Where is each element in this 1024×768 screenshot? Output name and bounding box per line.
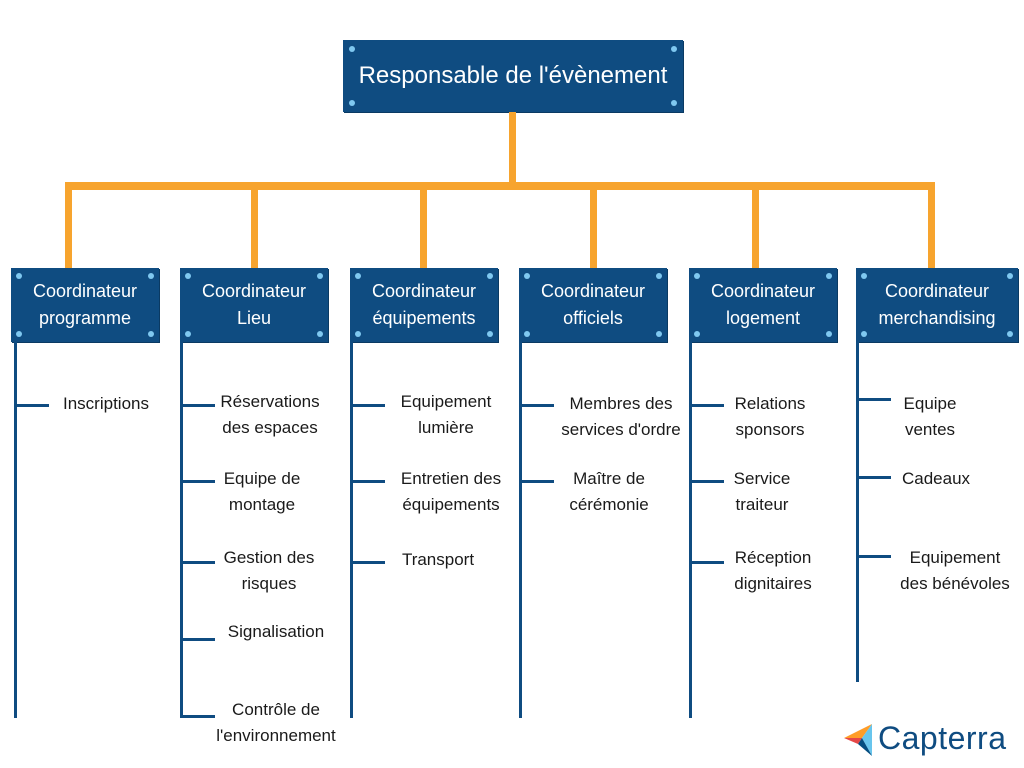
corner-dot bbox=[694, 273, 700, 279]
branch-line bbox=[180, 342, 183, 718]
coordinator-label-line2: merchandising bbox=[878, 308, 996, 328]
root-connector bbox=[509, 112, 516, 184]
branch-connector bbox=[752, 182, 759, 268]
coordinator-lieu: Coordinateur Lieu bbox=[180, 268, 328, 342]
corner-dot bbox=[671, 46, 677, 52]
corner-dot bbox=[656, 273, 662, 279]
corner-dot bbox=[317, 273, 323, 279]
coordinator-logement: Coordinateur logement bbox=[689, 268, 837, 342]
capterra-logo-text: Capterra bbox=[878, 720, 1007, 756]
branch-connector bbox=[65, 182, 72, 268]
item-tick bbox=[522, 480, 554, 483]
branch-line bbox=[519, 342, 522, 718]
branch-connector bbox=[251, 182, 258, 268]
item-tick bbox=[353, 480, 385, 483]
corner-dot bbox=[826, 331, 832, 337]
capterra-arrow-icon bbox=[844, 724, 872, 756]
item-tick bbox=[859, 555, 891, 558]
corner-dot bbox=[349, 100, 355, 106]
corner-dot bbox=[148, 273, 154, 279]
branch-connector bbox=[928, 182, 935, 268]
coordinator-officiels: Coordinateur officiels bbox=[519, 268, 667, 342]
capterra-logo: Capterra bbox=[842, 718, 1017, 762]
item-tick bbox=[183, 638, 215, 641]
coordinator-label-line2: Lieu bbox=[236, 308, 272, 328]
corner-dot bbox=[355, 273, 361, 279]
corner-dot bbox=[185, 273, 191, 279]
item-tick bbox=[353, 561, 385, 564]
coordinator-label-line2: équipements bbox=[372, 308, 476, 328]
corner-dot bbox=[349, 46, 355, 52]
coordinator-label-line1: Coordinateur bbox=[32, 281, 138, 301]
item-tick bbox=[183, 561, 215, 564]
corner-dot bbox=[861, 331, 867, 337]
item-tick bbox=[183, 404, 215, 407]
task-item: Transport bbox=[401, 550, 475, 569]
branch-line bbox=[14, 342, 17, 718]
corner-dot bbox=[656, 331, 662, 337]
coordinator-label-line2: logement bbox=[725, 308, 801, 328]
horizontal-connector bbox=[65, 182, 935, 190]
task-item: Cadeaux bbox=[901, 469, 971, 488]
branch-line bbox=[350, 342, 353, 718]
item-tick bbox=[183, 480, 215, 483]
item-tick bbox=[859, 398, 891, 401]
coordinator-label-line2: programme bbox=[38, 308, 132, 328]
corner-dot bbox=[1007, 331, 1013, 337]
item-tick bbox=[183, 715, 215, 718]
coordinator-label-line1: Coordinateur bbox=[540, 281, 646, 301]
corner-dot bbox=[317, 331, 323, 337]
corner-dot bbox=[355, 331, 361, 337]
corner-dot bbox=[861, 273, 867, 279]
coordinator-label-line1: Coordinateur bbox=[710, 281, 816, 301]
branch-line bbox=[856, 342, 859, 682]
corner-dot bbox=[148, 331, 154, 337]
corner-dot bbox=[16, 331, 22, 337]
root-label: Responsable de l'évènement bbox=[358, 62, 668, 89]
item-tick bbox=[17, 404, 49, 407]
branch-connector bbox=[590, 182, 597, 268]
root-box: Responsable de l'évènement bbox=[343, 40, 683, 112]
item-tick bbox=[859, 476, 891, 479]
coordinator-label-line1: Coordinateur bbox=[371, 281, 477, 301]
item-tick bbox=[692, 404, 724, 407]
corner-dot bbox=[487, 331, 493, 337]
coordinator-merchandising: Coordinateur merchandising bbox=[856, 268, 1018, 342]
task-item: Signalisation bbox=[227, 622, 325, 641]
corner-dot bbox=[185, 331, 191, 337]
branch-connector bbox=[420, 182, 427, 268]
corner-dot bbox=[826, 273, 832, 279]
item-tick bbox=[692, 561, 724, 564]
coordinator-label-line1: Coordinateur bbox=[884, 281, 990, 301]
branch-line bbox=[689, 342, 692, 718]
corner-dot bbox=[16, 273, 22, 279]
corner-dot bbox=[524, 331, 530, 337]
corner-dot bbox=[524, 273, 530, 279]
item-tick bbox=[522, 404, 554, 407]
coordinator-label-line1: Coordinateur bbox=[201, 281, 307, 301]
coordinator-programme: Coordinateur programme bbox=[11, 268, 159, 342]
item-tick bbox=[692, 480, 724, 483]
corner-dot bbox=[487, 273, 493, 279]
corner-dot bbox=[1007, 273, 1013, 279]
corner-dot bbox=[694, 331, 700, 337]
coordinator-label-line2: officiels bbox=[563, 308, 623, 328]
task-item: Inscriptions bbox=[63, 394, 149, 413]
coordinator-equipements: Coordinateur équipements bbox=[350, 268, 498, 342]
item-tick bbox=[353, 404, 385, 407]
corner-dot bbox=[671, 100, 677, 106]
